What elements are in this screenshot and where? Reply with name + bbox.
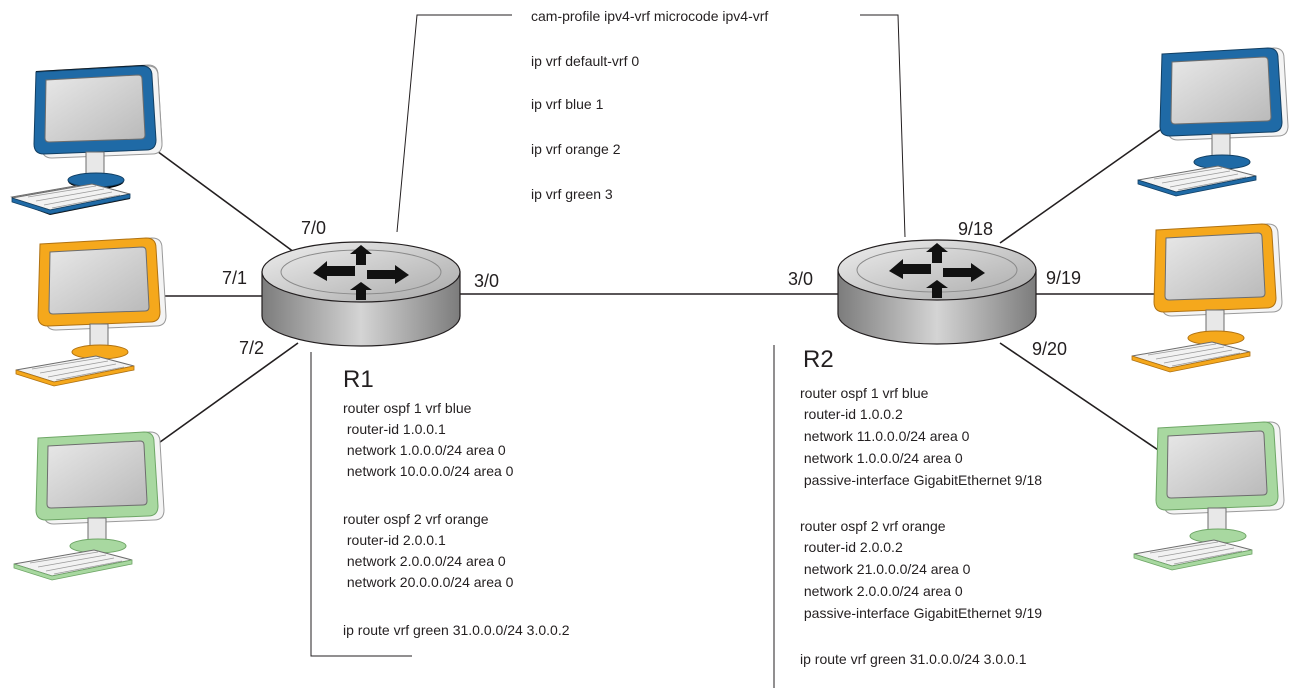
- config-line: network 1.0.0.0/24 area 0: [800, 450, 963, 466]
- vrf-orange-line: ip vrf orange 2: [531, 141, 621, 157]
- config-line: router-id 2.0.0.1: [343, 532, 446, 548]
- desktop-computer-icon[interactable]: [1130, 418, 1298, 578]
- desktop-computer-icon[interactable]: [1134, 44, 1298, 204]
- link-r2-blue-pc: [999, 129, 1161, 244]
- desktop-computer-icon[interactable]: [8, 62, 178, 222]
- router-icon[interactable]: [261, 241, 461, 347]
- r1-port-3-0: 3/0: [474, 271, 500, 291]
- vrf-default-line: ip vrf default-vrf 0: [531, 53, 640, 69]
- config-line: router-id 1.0.0.1: [343, 421, 446, 437]
- links: [141, 129, 1180, 459]
- config-line: router ospf 2 vrf orange: [800, 518, 946, 534]
- cam-config-bracket-left: [396, 14, 512, 233]
- config-line: router ospf 1 vrf blue: [800, 385, 929, 401]
- config-line: network 2.0.0.0/24 area 0: [800, 583, 963, 599]
- r2-name: R2: [803, 346, 834, 373]
- config-line: passive-interface GigabitEthernet 9/18: [800, 472, 1043, 488]
- config-line: network 1.0.0.0/24 area 0: [343, 442, 506, 458]
- cam-profile-line: cam-profile ipv4-vrf microcode ipv4-vrf: [531, 8, 769, 24]
- link-r1-blue-pc: [141, 139, 299, 256]
- config-line: router ospf 2 vrf orange: [343, 511, 489, 527]
- config-line: network 11.0.0.0/24 area 0: [800, 428, 970, 444]
- vrf-green-line: ip vrf green 3: [531, 186, 613, 202]
- config-line: ip route vrf green 31.0.0.0/24 3.0.0.2: [343, 622, 570, 638]
- r2-port-9-20: 9/20: [1032, 339, 1068, 359]
- router-icon[interactable]: [837, 239, 1037, 345]
- config-line: network 2.0.0.0/24 area 0: [343, 553, 506, 569]
- config-line: router-id 2.0.0.2: [800, 539, 903, 555]
- r1-name: R1: [343, 366, 374, 393]
- config-line: network 20.0.0.0/24 area 0: [343, 574, 514, 590]
- desktop-computer-icon[interactable]: [10, 428, 180, 588]
- config-line: network 21.0.0.0/24 area 0: [800, 561, 971, 577]
- link-r1-green-pc: [141, 342, 299, 456]
- r2-port-9-18: 9/18: [958, 219, 994, 239]
- config-brackets: [310, 14, 906, 688]
- config-line: ip route vrf green 31.0.0.0/24 3.0.0.1: [800, 651, 1027, 667]
- desktop-computer-icon[interactable]: [12, 234, 182, 394]
- config-line: passive-interface GigabitEthernet 9/19: [800, 605, 1043, 621]
- cam-config-bracket-right: [860, 14, 906, 238]
- r1-config-bracket: [310, 352, 412, 657]
- desktop-computer-icon[interactable]: [1128, 220, 1298, 380]
- vrf-blue-line: ip vrf blue 1: [531, 96, 604, 112]
- config-line: router ospf 1 vrf blue: [343, 400, 472, 416]
- r1-port-7-0: 7/0: [301, 218, 327, 238]
- r1-port-7-2: 7/2: [239, 338, 265, 358]
- r1-port-7-1: 7/1: [222, 268, 248, 288]
- r2-port-9-19: 9/19: [1046, 268, 1082, 288]
- link-r2-green-pc: [999, 342, 1171, 459]
- config-line: router-id 1.0.0.2: [800, 406, 903, 422]
- config-line: network 10.0.0.0/24 area 0: [343, 463, 514, 479]
- r2-port-3-0: 3/0: [788, 269, 814, 289]
